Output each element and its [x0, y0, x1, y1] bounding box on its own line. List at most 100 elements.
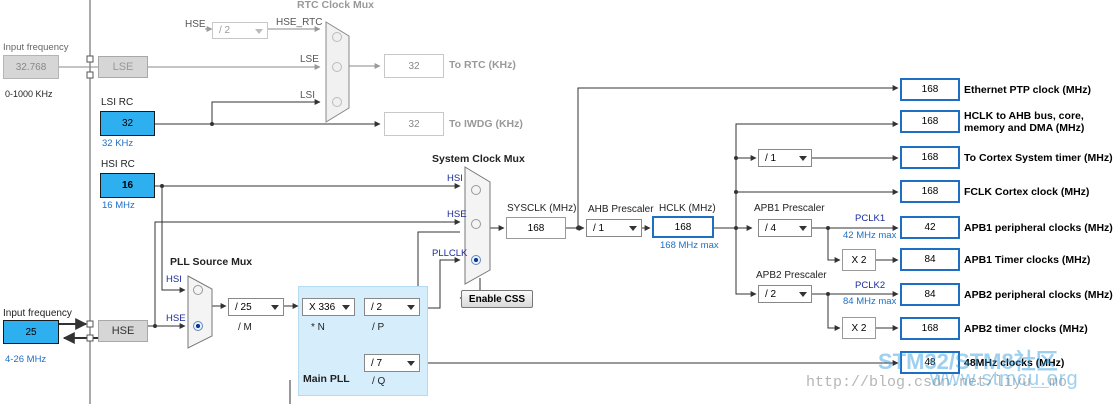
usb-48mhz-label: 48MHz clocks (MHz) [964, 357, 1065, 369]
pll-q-label: / Q [372, 376, 386, 387]
apb1-timer-value[interactable]: 84 [900, 248, 960, 271]
sysmux-hse-label: HSE [447, 209, 467, 220]
pll-m-value: / 25 [235, 301, 252, 313]
apb1-prescaler-label: APB1 Prescaler [754, 203, 825, 214]
pclk1-label: PCLK1 [855, 213, 886, 224]
sysmux-pllclk-label: PLLCLK [432, 248, 468, 259]
apb1-prescaler-select[interactable]: / 4 [758, 219, 812, 237]
sysmux-pllclk-radio[interactable] [471, 255, 481, 265]
lse-input-range: 0-1000 KHz [5, 89, 53, 99]
enable-css-button[interactable]: Enable CSS [461, 290, 533, 308]
pll-p-divider-select[interactable]: / 2 [364, 298, 420, 316]
rtc-hse-rtc-label: HSE_RTC [276, 17, 323, 28]
chevron-down-icon [799, 156, 807, 161]
hse-input-title: Input frequency [3, 308, 72, 319]
ethernet-ptp-clock-label: Ethernet PTP clock (MHz) [964, 84, 1091, 96]
pll-p-label: / P [372, 322, 385, 333]
watermark-logo: STM32/STM8社区 [878, 349, 1058, 374]
sysclk-value: 168 [506, 217, 566, 239]
hclk-ahb-label-line2: memory and DMA (MHz) [964, 122, 1085, 134]
pclk2-label: PCLK2 [855, 280, 886, 291]
ahb-prescaler-value: / 1 [593, 222, 605, 234]
rtc-mux-hse-radio[interactable] [332, 32, 342, 42]
rtc-mux-lse-radio[interactable] [332, 62, 342, 72]
iwdg-output-value: 32 [384, 112, 444, 136]
pll-q-divider-select[interactable]: / 7 [364, 354, 420, 372]
cortex-system-timer-label: To Cortex System timer (MHz) [964, 152, 1113, 164]
hsi-rc-value[interactable]: 16 [100, 173, 155, 198]
ahb-prescaler-label: AHB Prescaler [588, 204, 654, 215]
pclk2-max: 84 MHz max [843, 296, 897, 307]
pll-n-multiplier-select[interactable]: X 336 [302, 298, 355, 316]
apb1-timer-label: APB1 Timer clocks (MHz) [964, 254, 1091, 266]
pll-q-value: / 7 [371, 357, 383, 369]
apb2-peripheral-value[interactable]: 84 [900, 283, 960, 306]
chevron-down-icon [271, 305, 279, 310]
hsi-title: HSI RC [101, 159, 135, 170]
rtc-hse-divider-select[interactable]: / 2 [212, 22, 268, 39]
rtc-mux-lsi-radio[interactable] [332, 97, 342, 107]
rtc-mux-title: RTC Clock Mux [297, 0, 375, 11]
apb2-timer-label: APB2 timer clocks (MHz) [964, 323, 1088, 335]
apb1-peripheral-label: APB1 peripheral clocks (MHz) [964, 222, 1113, 234]
sysclk-label: SYSCLK (MHz) [507, 203, 577, 214]
pll-m-label: / M [238, 322, 252, 333]
pll-src-hsi-label: HSI [166, 274, 182, 285]
pll-p-value: / 2 [371, 301, 383, 313]
pll-n-label: * N [311, 322, 325, 333]
sysmux-hsi-label: HSI [447, 173, 463, 184]
chevron-down-icon [629, 226, 637, 231]
iwdg-output-label: To IWDG (KHz) [449, 118, 523, 130]
lsi-rc-value[interactable]: 32 [100, 111, 155, 136]
sysmux-hse-radio[interactable] [471, 219, 481, 229]
system-clock-mux-title: System Clock Mux [432, 153, 525, 165]
chevron-down-icon [342, 305, 350, 310]
lsi-unit: 32 KHz [102, 138, 134, 149]
fclk-cortex-value[interactable]: 168 [900, 180, 960, 203]
hse-input-range: 4-26 MHz [5, 354, 47, 365]
cortex-timer-divider-value: / 1 [765, 152, 777, 164]
pll-source-mux-title: PLL Source Mux [170, 256, 253, 268]
cortex-system-timer-value[interactable]: 168 [900, 146, 960, 169]
hclk-value[interactable]: 168 [652, 216, 714, 238]
chevron-down-icon [799, 292, 807, 297]
apb2-timer-value[interactable]: 168 [900, 317, 960, 340]
hclk-max: 168 MHz max [660, 240, 719, 251]
apb2-prescaler-value: / 2 [765, 288, 777, 300]
apb1-peripheral-value[interactable]: 42 [900, 216, 960, 239]
lse-frequency-input[interactable]: 32.768 [3, 55, 59, 79]
rtc-output-value: 32 [384, 54, 444, 78]
pll-n-value: X 336 [309, 301, 336, 313]
pll-src-hse-label: HSE [166, 313, 186, 324]
apb1-timer-multiplier: X 2 [842, 249, 876, 271]
ethernet-ptp-clock-value[interactable]: 168 [900, 78, 960, 101]
usb-48mhz-value[interactable]: 48 [900, 351, 960, 374]
apb1-prescaler-value: / 4 [765, 222, 777, 234]
hse-source-block: HSE [98, 320, 148, 342]
lse-input-title: Input frequency [3, 42, 69, 53]
hclk-ahb-value[interactable]: 168 [900, 110, 960, 133]
pll-m-divider-select[interactable]: / 25 [228, 298, 284, 316]
sysmux-hsi-radio[interactable] [471, 185, 481, 195]
apb2-prescaler-select[interactable]: / 2 [758, 285, 812, 303]
rtc-lsi-label: LSI [300, 90, 316, 101]
chevron-down-icon [407, 305, 415, 310]
pll-src-hsi-radio[interactable] [193, 285, 203, 295]
pll-src-hse-radio[interactable] [193, 321, 203, 331]
chevron-down-icon [255, 28, 263, 34]
hsi-unit: 16 MHz [102, 200, 135, 211]
chevron-down-icon [407, 361, 415, 366]
rtc-hse-label: HSE [185, 19, 206, 30]
apb2-peripheral-label: APB2 peripheral clocks (MHz) [964, 289, 1113, 301]
rtc-output-label: To RTC (KHz) [449, 59, 516, 71]
apb2-prescaler-label: APB2 Prescaler [756, 270, 827, 281]
cortex-timer-divider-select[interactable]: / 1 [758, 149, 812, 167]
rtc-lse-label: LSE [300, 54, 319, 65]
rtc-hse-divider-value: / 2 [219, 25, 231, 36]
chevron-down-icon [799, 226, 807, 231]
watermark-url: http://blog.csdn.net/liyu__mo [806, 374, 1068, 391]
pclk1-max: 42 MHz max [843, 230, 897, 241]
main-pll-title: Main PLL [303, 373, 350, 385]
ahb-prescaler-select[interactable]: / 1 [586, 219, 642, 237]
hse-frequency-input[interactable]: 25 [3, 320, 59, 344]
